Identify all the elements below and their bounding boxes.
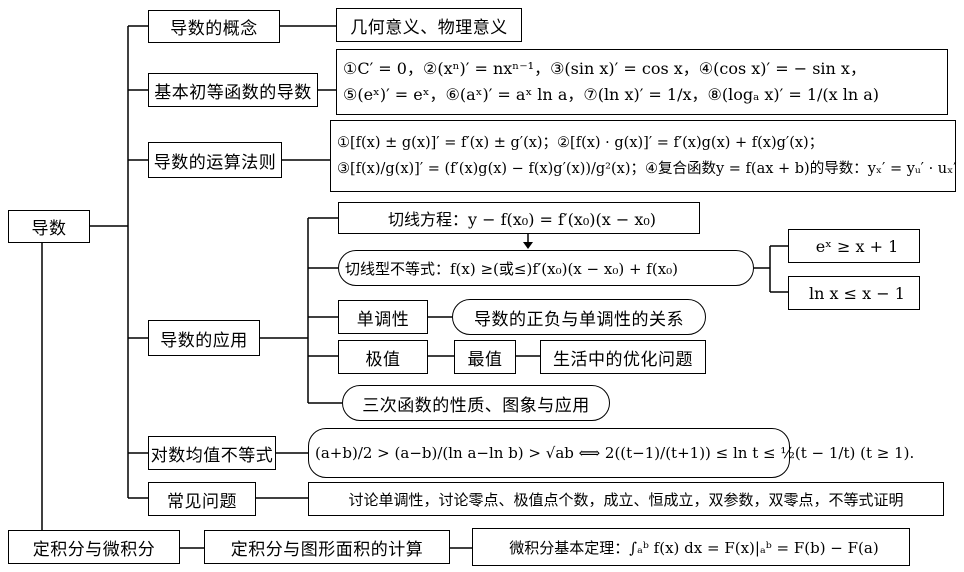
rules-formula-line1: ①[f(x) ± g(x)]′ = f′(x) ± g′(x)；②[f(x) ·… xyxy=(337,135,824,151)
rules-formula-line2: ③[f(x)/g(x)]′ = (f′(x)g(x) − f(x)g′(x))/… xyxy=(337,161,957,177)
node-cubic-functions: 三次函数的性质、图象与应用 xyxy=(342,385,610,421)
node-monotonicity: 单调性 xyxy=(338,300,428,334)
basic-formula-line2: ⑤(eˣ)′ = eˣ，⑥(aˣ)′ = aˣ ln a，⑦(ln x)′ = … xyxy=(343,85,880,104)
arrow-down-icon xyxy=(523,242,533,249)
root-node: 导数 xyxy=(8,210,90,243)
node-log-mean: 对数均值不等式 xyxy=(148,436,276,470)
node-extreme-value: 极值 xyxy=(338,340,428,374)
node-tangent-line: 切线方程：y − f(x₀) = f′(x₀)(x − x₀) xyxy=(338,202,700,234)
node-tangent-inequality: 切线型不等式：f(x) ≥(或≤)f′(x₀)(x − x₀) + f(x₀) xyxy=(338,250,754,286)
node-integral: 定积分与微积分 xyxy=(8,530,180,564)
node-log-mean-formula: (a+b)/2 > (a−b)/(ln a−ln b) > √ab ⟺ 2((t… xyxy=(308,428,914,478)
node-optimization: 生活中的优化问题 xyxy=(540,340,706,374)
node-common-problems: 常见问题 xyxy=(148,482,256,516)
node-ineq-exp: eˣ ≥ x + 1 xyxy=(788,229,920,263)
node-applications: 导数的应用 xyxy=(148,320,260,356)
node-rules: 导数的运算法则 xyxy=(148,142,282,178)
node-concept-detail: 几何意义、物理意义 xyxy=(336,8,522,42)
node-integral-area: 定积分与图形面积的计算 xyxy=(204,530,450,564)
node-basic: 基本初等函数的导数 xyxy=(148,73,318,107)
node-concept: 导数的概念 xyxy=(148,10,280,43)
node-max-min: 最值 xyxy=(454,340,516,374)
node-common-problems-detail: 讨论单调性，讨论零点、极值点个数，成立、恒成立，双参数，双零点，不等式证明 xyxy=(308,482,944,516)
node-basic-formulas: ①C′ = 0，②(xⁿ)′ = nxⁿ⁻¹，③(sin x)′ = cos x… xyxy=(336,49,948,115)
node-ineq-ln: ln x ≤ x − 1 xyxy=(788,276,920,310)
node-monotonicity-relation: 导数的正负与单调性的关系 xyxy=(452,299,706,335)
basic-formula-line1: ①C′ = 0，②(xⁿ)′ = nxⁿ⁻¹，③(sin x)′ = cos x… xyxy=(343,59,866,78)
node-rules-formulas: ①[f(x) ± g(x)]′ = f′(x) ± g′(x)；②[f(x) ·… xyxy=(330,120,957,192)
node-fundamental-theorem: 微积分基本定理：∫ₐᵇ f(x) dx = F(x)|ₐᵇ = F(b) − F… xyxy=(472,528,910,566)
